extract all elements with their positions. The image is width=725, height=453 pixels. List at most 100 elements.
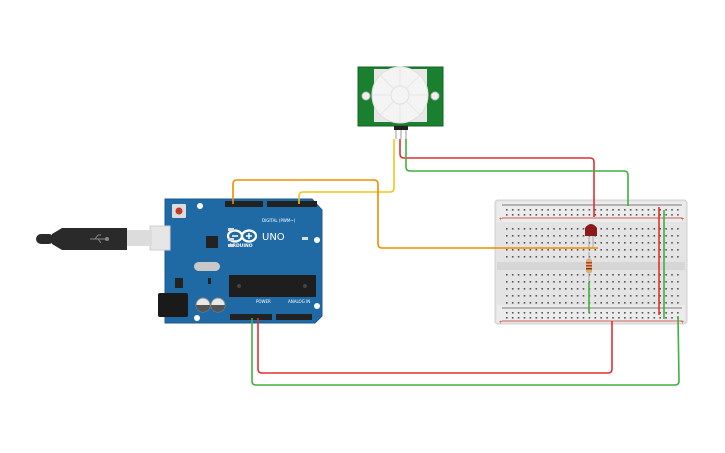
breadboard-hole[interactable] (677, 274, 679, 276)
breadboard-hole[interactable] (618, 295, 620, 297)
breadboard-hole[interactable] (576, 281, 579, 283)
breadboard-hole[interactable] (671, 302, 673, 304)
breadboard-hole[interactable] (582, 228, 585, 230)
breadboard-hole[interactable] (629, 281, 632, 283)
breadboard-hole[interactable] (641, 312, 644, 314)
breadboard-hole[interactable] (523, 228, 526, 230)
breadboard-hole[interactable] (612, 209, 614, 211)
breadboard-hole[interactable] (517, 256, 520, 258)
breadboard-hole[interactable] (535, 249, 538, 251)
breadboard-hole[interactable] (665, 302, 667, 304)
breadboard-hole[interactable] (635, 235, 638, 237)
breadboard-hole[interactable] (647, 214, 650, 216)
breadboard-hole[interactable] (588, 214, 591, 216)
breadboard-hole[interactable] (641, 235, 644, 237)
breadboard-hole[interactable] (659, 281, 661, 283)
breadboard-hole[interactable] (618, 317, 620, 319)
breadboard-hole[interactable] (618, 242, 620, 244)
breadboard-hole[interactable] (529, 256, 532, 258)
breadboard-hole[interactable] (629, 228, 632, 230)
breadboard-hole[interactable] (506, 249, 508, 251)
breadboard-hole[interactable] (565, 214, 567, 216)
breadboard-hole[interactable] (629, 295, 632, 297)
breadboard-hole[interactable] (641, 256, 644, 258)
breadboard-hole[interactable] (570, 295, 573, 297)
breadboard-hole[interactable] (641, 302, 644, 304)
breadboard-hole[interactable] (618, 302, 620, 304)
breadboard-hole[interactable] (600, 312, 602, 314)
breadboard-hole[interactable] (624, 302, 626, 304)
breadboard-hole[interactable] (553, 302, 555, 304)
breadboard-hole[interactable] (553, 274, 555, 276)
breadboard-hole[interactable] (665, 249, 667, 251)
breadboard-hole[interactable] (541, 242, 543, 244)
breadboard-hole[interactable] (565, 256, 567, 258)
breadboard-hole[interactable] (570, 228, 573, 230)
breadboard-hole[interactable] (600, 288, 602, 290)
breadboard-hole[interactable] (523, 312, 526, 314)
wire-arduino-5v-to-rail[interactable] (257, 318, 613, 374)
breadboard-hole[interactable] (659, 302, 661, 304)
breadboard-hole[interactable] (594, 312, 597, 314)
breadboard-hole[interactable] (659, 228, 661, 230)
breadboard-hole[interactable] (635, 288, 638, 290)
breadboard-hole[interactable] (653, 295, 656, 297)
breadboard-hole[interactable] (523, 281, 526, 283)
breadboard-hole[interactable] (535, 302, 538, 304)
breadboard-hole[interactable] (541, 302, 543, 304)
breadboard-hole[interactable] (671, 209, 673, 211)
breadboard-hole[interactable] (677, 281, 679, 283)
breadboard-hole[interactable] (618, 274, 620, 276)
breadboard-hole[interactable] (511, 288, 514, 290)
breadboard-hole[interactable] (635, 274, 638, 276)
breadboard-hole[interactable] (635, 295, 638, 297)
breadboard-hole[interactable] (641, 209, 644, 211)
breadboard-hole[interactable] (565, 242, 567, 244)
breadboard-hole[interactable] (565, 235, 567, 237)
breadboard-hole[interactable] (600, 242, 602, 244)
breadboard-hole[interactable] (517, 281, 520, 283)
breadboard-hole[interactable] (506, 209, 508, 211)
breadboard-hole[interactable] (517, 214, 520, 216)
breadboard-hole[interactable] (618, 209, 620, 211)
breadboard-hole[interactable] (570, 242, 573, 244)
breadboard-hole[interactable] (665, 281, 667, 283)
breadboard-hole[interactable] (547, 281, 549, 283)
breadboard-hole[interactable] (665, 312, 667, 314)
breadboard-hole[interactable] (582, 295, 585, 297)
breadboard-hole[interactable] (529, 228, 532, 230)
breadboard-hole[interactable] (570, 302, 573, 304)
breadboard-hole[interactable] (653, 312, 656, 314)
breadboard-hole[interactable] (671, 317, 673, 319)
breadboard-hole[interactable] (671, 235, 673, 237)
breadboard-hole[interactable] (641, 228, 644, 230)
red-led[interactable] (585, 224, 597, 247)
breadboard-hole[interactable] (506, 228, 508, 230)
breadboard-hole[interactable] (641, 281, 644, 283)
breadboard-hole[interactable] (635, 281, 638, 283)
breadboard-hole[interactable] (612, 235, 614, 237)
breadboard-hole[interactable] (570, 256, 573, 258)
breadboard-hole[interactable] (600, 302, 602, 304)
breadboard-hole[interactable] (665, 317, 667, 319)
breadboard-hole[interactable] (553, 228, 555, 230)
breadboard-hole[interactable] (576, 288, 579, 290)
breadboard-hole[interactable] (641, 214, 644, 216)
breadboard-hole[interactable] (582, 312, 585, 314)
breadboard-hole[interactable] (659, 274, 661, 276)
breadboard-hole[interactable] (677, 228, 679, 230)
breadboard-hole[interactable] (653, 302, 656, 304)
breadboard-hole[interactable] (511, 242, 514, 244)
breadboard-hole[interactable] (541, 312, 543, 314)
breadboard-hole[interactable] (665, 228, 667, 230)
breadboard-hole[interactable] (565, 209, 567, 211)
breadboard-hole[interactable] (600, 209, 602, 211)
breadboard-hole[interactable] (624, 242, 626, 244)
breadboard-hole[interactable] (529, 312, 532, 314)
breadboard-hole[interactable] (665, 288, 667, 290)
breadboard-hole[interactable] (588, 249, 591, 251)
breadboard-hole[interactable] (624, 317, 626, 319)
breadboard-hole[interactable] (606, 312, 608, 314)
breadboard-hole[interactable] (665, 242, 667, 244)
breadboard-hole[interactable] (588, 317, 591, 319)
